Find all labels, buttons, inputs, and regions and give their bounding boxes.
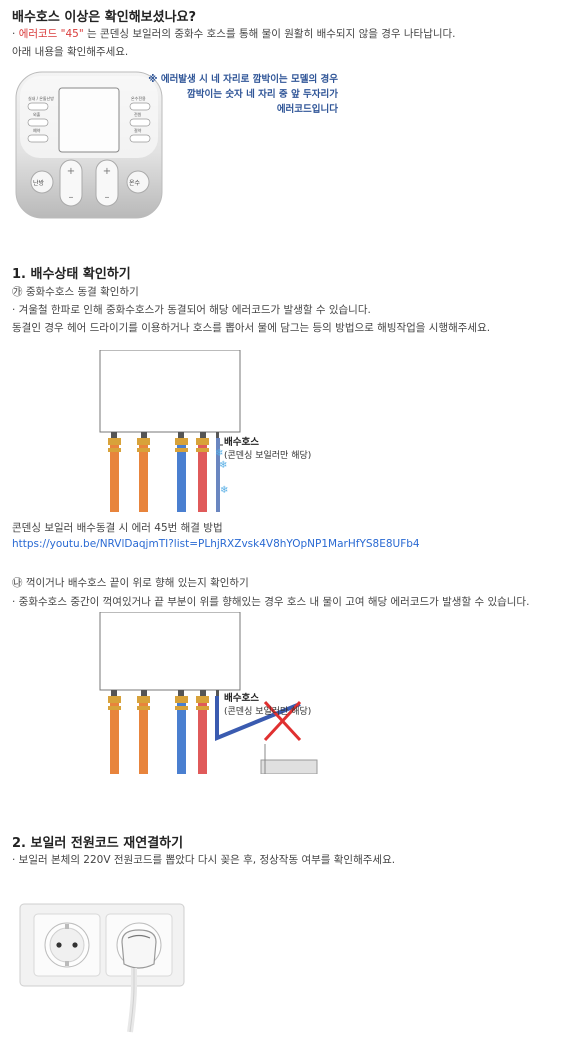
intro-line1: · 에러코드 "45" 는 콘덴싱 보일러의 중화수 호스를 통해 물이 원활히…: [12, 26, 456, 41]
error-note-line-2: 깜박이는 숫자 네 자리 중 앞 두자리가: [187, 89, 338, 100]
power-socket-image: [18, 902, 188, 1034]
video-link[interactable]: https://youtu.be/NRVlDaqjmTI?list=PLhjRX…: [12, 538, 420, 550]
svg-text:❄: ❄: [220, 485, 228, 496]
hose-sublabel-2: (콘덴싱 보일러만 해당): [224, 707, 312, 717]
error-note: ※ 에러발생 시 네 자리로 깜박이는 모델의 경우 깜박이는 숫자 네 자리 …: [138, 72, 338, 117]
section2-line1: · 보일러 본체의 220V 전원코드를 뽑았다 다시 꽂은 후, 정상작동 여…: [12, 854, 396, 866]
hose-sublabel-1: (콘덴싱 보일러만 해당): [224, 451, 312, 461]
boiler-hose-image-1: ❄ ❄ ❄ 배수호스 (콘덴싱 보일러만 해당): [95, 349, 335, 512]
svg-text:+: +: [67, 166, 75, 177]
controller-label-right-2: 전원: [134, 112, 142, 117]
controller-image: + – + – 실내 / 온돌난방 외출 예약 온수전용 전원 절약 난방 온수: [14, 70, 164, 220]
intro-title: 배수호스 이상은 확인해보셨나요?: [12, 10, 197, 25]
controller-label-left-1: 실내 / 온돌난방: [28, 96, 54, 101]
error-code-text: 에러코드 "45": [18, 28, 84, 40]
controller-label-right-3: 절약: [134, 128, 142, 133]
error-note-line-3: 에러코드입니다: [276, 104, 338, 115]
intro-line1-rest: 는 콘덴싱 보일러의 중화수 호스를 통해 물이 원활히 배수되지 않을 경우 …: [87, 28, 456, 40]
intro-line2: 아래 내용을 확인해주세요.: [12, 46, 129, 58]
controller-water-button-label: 온수: [129, 180, 141, 187]
svg-text:+: +: [103, 166, 111, 177]
error-note-line-1: ※ 에러발생 시 네 자리로 깜박이는 모델의 경우: [148, 74, 338, 85]
svg-text:❄: ❄: [215, 448, 223, 459]
section1-line3: · 중화수호스 중간이 꺽여있거나 끝 부분이 위를 향해있는 경우 호스 내 …: [12, 596, 530, 608]
controller-heat-button-label: 난방: [33, 180, 45, 187]
section1-line2: 동결인 경우 헤어 드라이기를 이용하거나 호스를 뽑아서 물에 담그는 등의 …: [12, 322, 491, 334]
boiler-hose-image-2: 배수호스 (콘덴싱 보일러만 해당): [95, 611, 335, 775]
intro-line1-prefix: ·: [12, 28, 19, 40]
controller-label-right-1: 온수전용: [131, 96, 146, 101]
section1-sub1: ㉮ 중화수호스 동결 확인하기: [12, 286, 139, 298]
video-title: 콘덴싱 보일러 배수동결 시 에러 45번 해결 방법: [12, 522, 223, 534]
hose-label-2: 배수호스: [224, 693, 259, 704]
svg-text:–: –: [105, 192, 110, 203]
controller-label-left-3: 예약: [33, 128, 41, 133]
section2-title: 2. 보일러 전원코드 재연결하기: [12, 836, 184, 851]
section1-line1: · 겨울철 한파로 인해 중화수호스가 동결되어 해당 에러코드가 발생할 수 …: [12, 304, 371, 316]
section1-sub2: ㉯ 꺽이거나 배수호스 끝이 위로 향해 있는지 확인하기: [12, 577, 249, 589]
section1-title: 1. 배수상태 확인하기: [12, 267, 131, 282]
controller-label-left-2: 외출: [33, 112, 41, 117]
hose-label-1: 배수호스: [224, 437, 259, 448]
svg-text:❄: ❄: [219, 460, 227, 471]
svg-text:–: –: [69, 192, 74, 203]
